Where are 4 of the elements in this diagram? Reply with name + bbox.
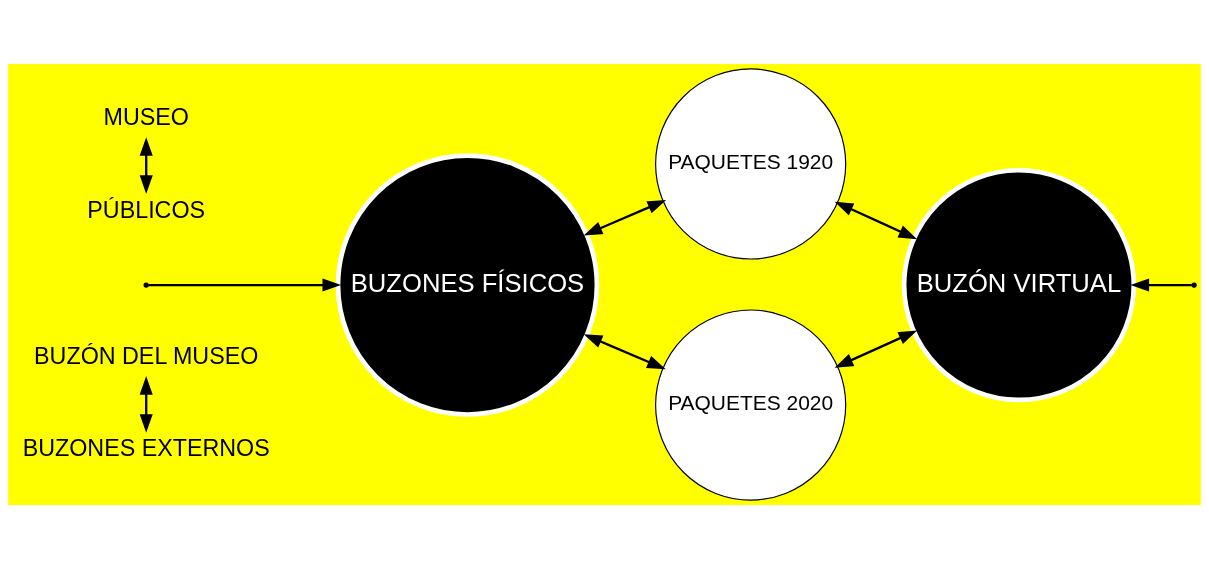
node-text: PÚBLICOS bbox=[87, 196, 206, 223]
node-text: BUZONES EXTERNOS bbox=[22, 435, 270, 462]
node-text: BUZÓN DEL MUSEO bbox=[34, 343, 259, 370]
node-text: MUSEO bbox=[103, 104, 189, 131]
